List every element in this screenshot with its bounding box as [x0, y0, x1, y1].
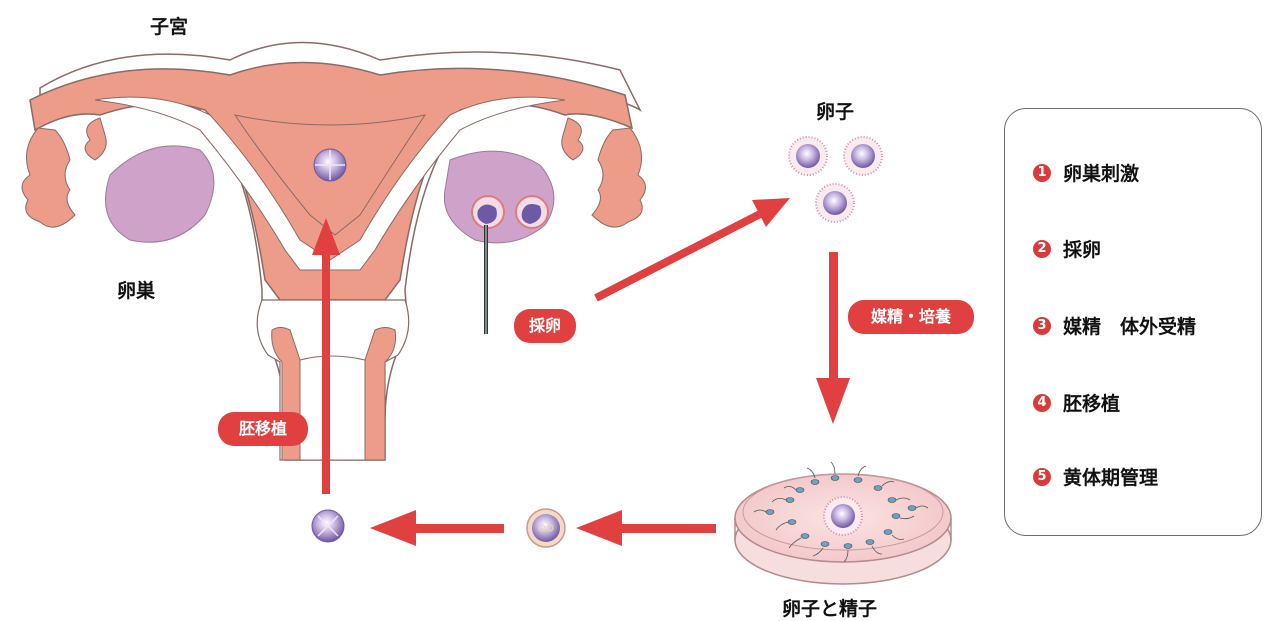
- egg-cells: [789, 137, 882, 222]
- embryo-to-cell-arrow: [370, 510, 504, 546]
- petri-dish: [735, 462, 951, 584]
- step-number: 5: [1033, 468, 1051, 486]
- embryo-cell: [312, 510, 344, 542]
- step-label: 黄体期管理: [1063, 463, 1158, 490]
- ovary-left: [106, 146, 214, 242]
- step-label: 胚移植: [1063, 389, 1120, 416]
- ovary-right: [444, 151, 554, 243]
- step-number: 2: [1033, 240, 1051, 258]
- step-3: 3 媒精 体外受精: [1033, 312, 1196, 339]
- step-number: 3: [1033, 317, 1051, 335]
- step-4: 4 胚移植: [1033, 389, 1120, 416]
- dish-to-embryo-arrow: [576, 510, 716, 546]
- egg-retrieval-pill: 採卵: [514, 309, 576, 343]
- steps-box: 1 卵巣刺激 2 採卵 3 媒精 体外受精 4 胚移植 5 黄体期管理: [1004, 108, 1262, 536]
- uterus-label: 子宮: [150, 12, 188, 39]
- egg-and-sperm-label: 卵子と精子: [782, 594, 877, 621]
- zygote-cell: [527, 509, 565, 547]
- insemination-culture-pill: 媒精・培養: [848, 300, 974, 334]
- step-number: 1: [1033, 164, 1051, 182]
- step-5: 5 黄体期管理: [1033, 463, 1158, 490]
- embryo-in-uterus: [314, 149, 346, 181]
- step-label: 採卵: [1063, 235, 1101, 262]
- step-label: 卵巣刺激: [1063, 159, 1139, 186]
- step-number: 4: [1033, 394, 1051, 412]
- step-2: 2 採卵: [1033, 235, 1101, 262]
- step-1: 1 卵巣刺激: [1033, 159, 1139, 186]
- embryo-transfer-pill: 胚移植: [218, 412, 308, 446]
- step-label: 媒精 体外受精: [1063, 312, 1196, 339]
- egg-label: 卵子: [816, 97, 854, 124]
- insemination-arrow: [816, 252, 850, 424]
- ovary-label: 卵巣: [117, 276, 155, 303]
